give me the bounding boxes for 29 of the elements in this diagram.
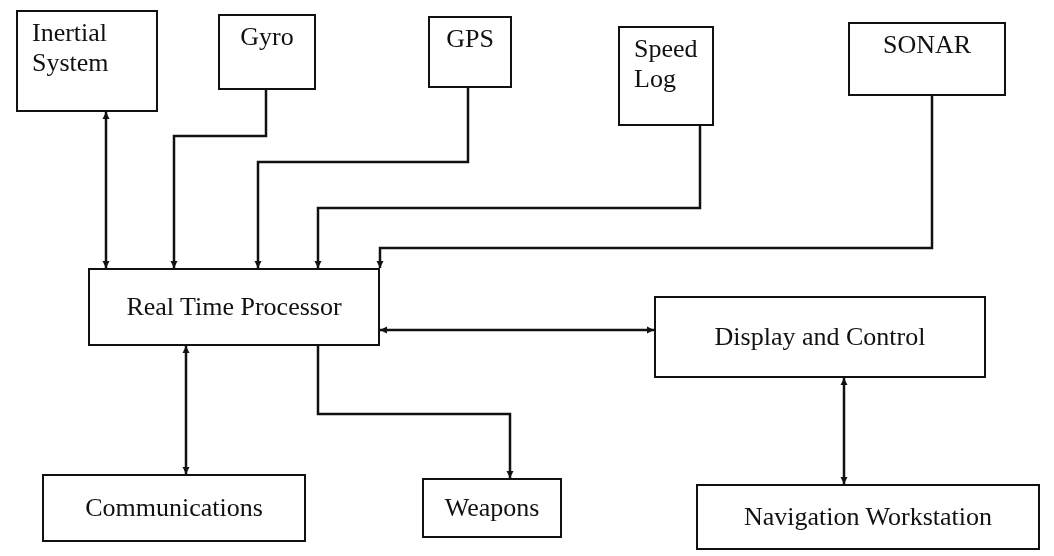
arrow — [314, 126, 702, 268]
box-label: Gyro — [240, 22, 294, 52]
process-box — [88, 268, 380, 346]
box-label: SONAR — [882, 30, 972, 60]
arrow — [840, 378, 848, 484]
arrow — [376, 96, 934, 268]
process-box — [422, 478, 562, 538]
process-box — [428, 16, 512, 88]
box-label: Weapons — [444, 493, 540, 523]
box-label: Communications — [85, 493, 263, 523]
arrow — [182, 346, 190, 474]
arrow — [170, 90, 268, 268]
box-label: Inertial System — [32, 18, 110, 78]
arrow — [254, 88, 470, 268]
process-box — [16, 10, 158, 112]
process-box — [696, 484, 1040, 550]
process-box — [618, 26, 714, 126]
box-label: Real Time Processor — [126, 292, 342, 322]
box-label: Display and Control — [714, 322, 926, 352]
box-label: Speed Log — [634, 34, 698, 94]
process-box — [42, 474, 306, 542]
arrow — [380, 326, 654, 334]
arrow — [102, 112, 110, 268]
box-label: GPS — [446, 24, 494, 54]
process-box — [218, 14, 316, 90]
box-label: Navigation Workstation — [744, 502, 992, 532]
arrow — [316, 346, 514, 478]
process-box — [848, 22, 1006, 96]
process-box — [654, 296, 986, 378]
